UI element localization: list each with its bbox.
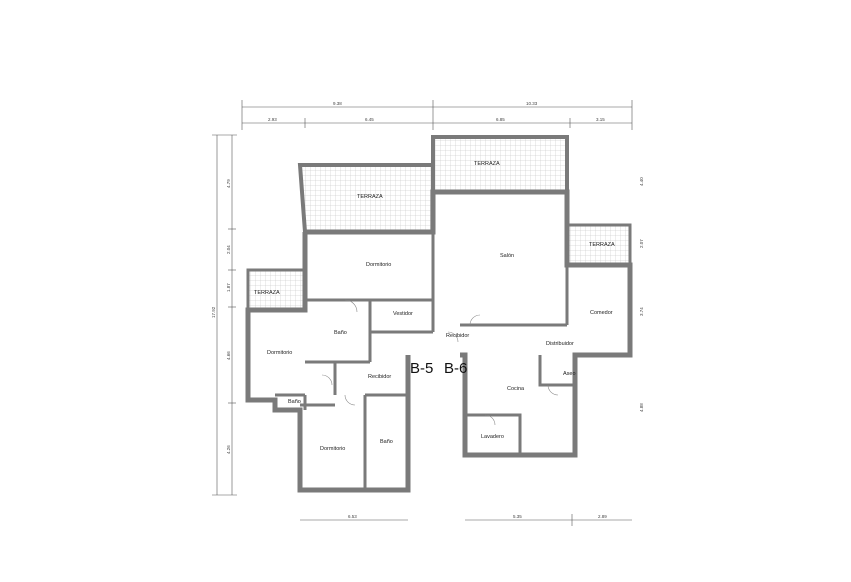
label-cocina: Cocina [507,386,525,392]
label-recibidor-right: Recibidor [446,333,469,339]
dimension-lines [212,100,633,526]
dim-top-2: 10.33 [526,101,538,106]
doors [321,299,559,426]
dim-left-4: 4.66 [226,351,231,360]
dim-left-3: 1.87 [226,283,231,292]
walls [245,189,633,493]
label-bano-small: Baño [288,399,301,405]
dim-left-total: 17.92 [211,306,216,318]
dim-left-1: 4.79 [226,179,231,188]
terraces [246,135,632,312]
room-labels: TERRAZA TERRAZA TERRAZA TERRAZA Dormitor… [254,161,615,452]
label-distribuidor: Distribuidor [546,341,574,347]
dim-bottom-3: 2.89 [598,514,607,519]
label-recibidor-left: Recibidor [368,374,391,380]
dim-right-4: 4.88 [639,403,644,412]
label-salon: Salón [500,253,514,259]
dim-top-1: 9.38 [333,101,342,106]
label-terraza-right: TERRAZA [589,242,615,248]
label-bano-mid: Baño [334,330,347,336]
label-terraza-left: TERRAZA [254,290,280,296]
label-dormitorio-top: Dormitorio [366,262,391,268]
dim-top-p2: 6.45 [365,117,374,122]
label-aseo: Aseo [563,371,576,377]
dim-right-1: 4.40 [639,177,644,186]
dimension-labels: 9.38 10.33 2.93 6.45 6.85 3.15 17.92 4.7… [211,101,644,519]
label-terraza-top: TERRAZA [474,161,500,167]
dim-left-5: 4.26 [226,445,231,454]
label-terraza-left-upper: TERRAZA [357,194,383,200]
dim-top-p1: 2.93 [268,117,277,122]
dim-top-p4: 3.15 [596,117,605,122]
dim-top-p3: 6.85 [496,117,505,122]
label-dormitorio-left: Dormitorio [267,350,292,356]
label-vestidor: Vestidor [393,311,413,317]
dim-right-3: 3.74 [639,307,644,316]
dim-bottom-1: 6.53 [348,514,357,519]
unit-label-b6: B-6 [444,360,467,377]
label-lavadero: Lavadero [481,434,504,440]
dim-bottom-2: 5.35 [513,514,522,519]
label-dormitorio-bottom: Dormitorio [320,446,345,452]
label-comedor: Comedor [590,310,613,316]
label-bano-bottom: Baño [380,439,393,445]
unit-label-b5: B-5 [410,360,433,377]
dim-right-2: 2.07 [639,239,644,248]
dim-left-2: 2.04 [226,245,231,254]
